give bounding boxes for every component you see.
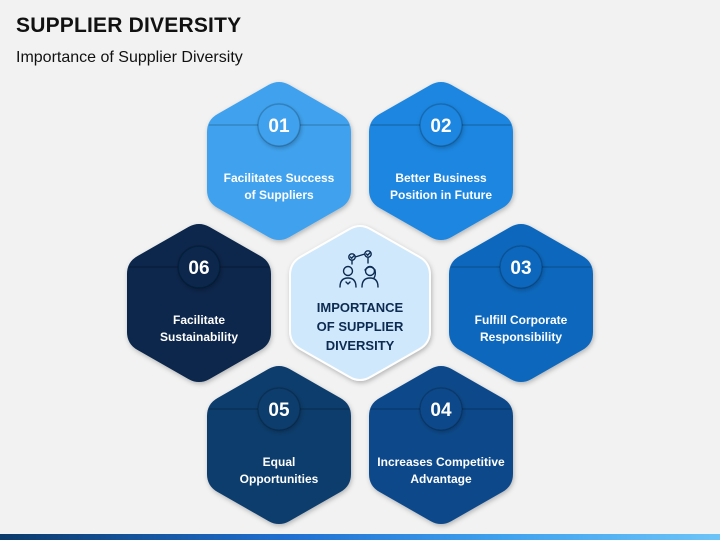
number-badge <box>499 245 543 289</box>
number-label: 04 <box>430 400 452 421</box>
number-label: 01 <box>268 116 290 137</box>
hexagon-label-line: Facilitate <box>173 313 225 327</box>
hexagon-label-line: Responsibility <box>480 330 562 344</box>
number-badge <box>257 103 301 147</box>
number-label: 02 <box>430 116 451 137</box>
hexagon-shape <box>207 81 351 241</box>
hexagon-shape <box>369 365 513 525</box>
hexagon-label-line: Position in Future <box>390 188 492 202</box>
hexagon-label-line: Opportunities <box>240 472 319 486</box>
hexagon-label-line: of Suppliers <box>244 188 314 202</box>
hexagon-label-line: Fulfill Corporate <box>475 313 568 327</box>
hexagon-label-line: Equal <box>263 455 296 469</box>
center-hexagon: IMPORTANCE OF SUPPLIER DIVERSITY <box>289 225 431 381</box>
center-label-line-1: IMPORTANCE <box>317 300 404 315</box>
page-subtitle: Importance of Supplier Diversity <box>16 49 243 66</box>
hexagon-shape <box>127 223 271 383</box>
number-label: 05 <box>268 400 290 421</box>
center-hexagon-shape <box>289 225 431 381</box>
page-title: SUPPLIER DIVERSITY <box>16 14 242 37</box>
hexagon-shape <box>207 365 351 525</box>
number-badge <box>177 245 221 289</box>
hexagon-label-line: Sustainability <box>160 330 238 344</box>
number-label: 03 <box>510 258 531 279</box>
center-label-line-2: OF SUPPLIER <box>317 319 404 334</box>
center-label-line-3: DIVERSITY <box>326 338 395 353</box>
number-badge <box>257 387 301 431</box>
number-badge <box>419 103 463 147</box>
hexagon-label-line: Facilitates Success <box>224 171 335 185</box>
hexagon-label-line: Advantage <box>410 472 472 486</box>
hexagon-label-line: Better Business <box>395 171 487 185</box>
people-checklist-icon <box>339 250 379 288</box>
hexagon-shape <box>449 223 593 383</box>
number-label: 06 <box>188 258 209 279</box>
number-badge <box>419 387 463 431</box>
bottom-accent-bar <box>0 534 720 540</box>
hexagon-shape <box>369 81 513 241</box>
hexagon-label-line: Increases Competitive <box>377 455 505 469</box>
